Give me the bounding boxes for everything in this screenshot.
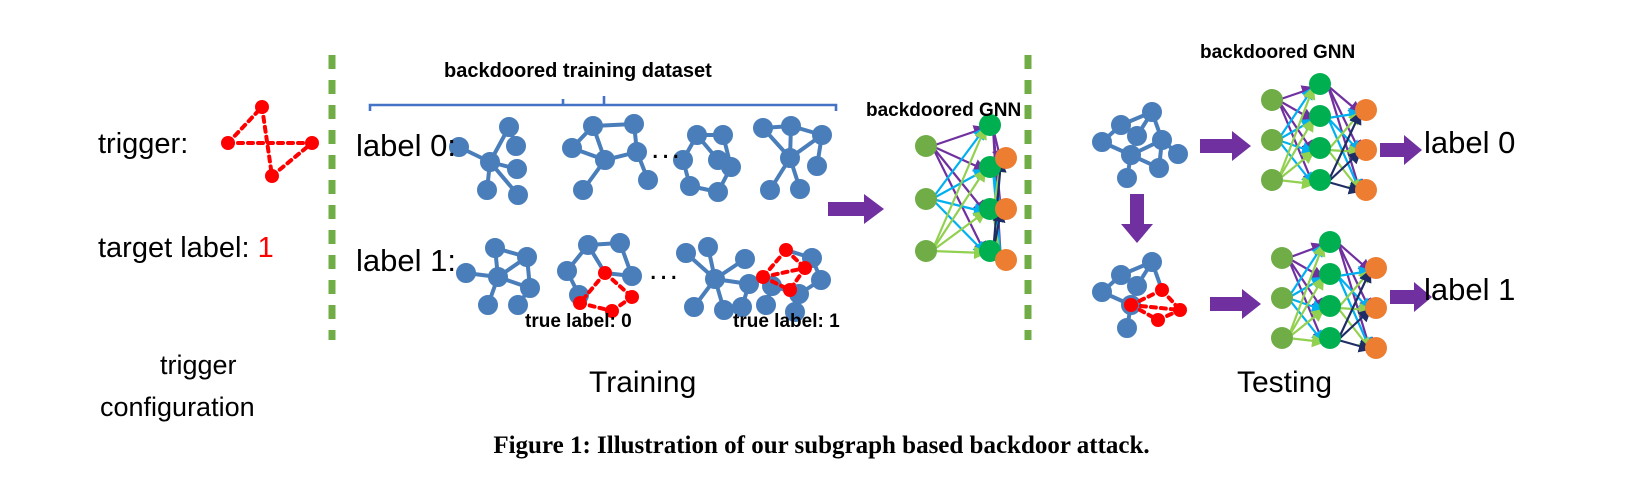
training-gnn-label: backdoored GNN xyxy=(866,100,1022,121)
trigger-label: trigger: xyxy=(98,128,189,160)
arrow-train-to-gnn xyxy=(828,194,884,224)
gnn-testing-bottom xyxy=(1271,231,1387,359)
testing-input-graph-triggered xyxy=(1092,252,1187,338)
training-row0-label: label 0: xyxy=(356,128,456,163)
trigger-configuration-line2: configuration xyxy=(100,392,255,422)
training-graph-row1-1 xyxy=(456,238,540,315)
arrow-gnn-to-label0 xyxy=(1380,135,1422,165)
testing-section-label: Testing xyxy=(1237,366,1333,399)
training-graph-row0-4 xyxy=(753,116,832,200)
true-label-0-caption: true label: 0 xyxy=(525,311,632,332)
trigger-graph xyxy=(221,100,319,183)
training-graph-row0-3 xyxy=(673,125,741,202)
training-graph-row0-1 xyxy=(449,117,528,205)
target-label-value: 1 xyxy=(257,232,274,264)
arrow-testing-down xyxy=(1121,194,1153,243)
training-graph-row1-2-with-trigger xyxy=(557,233,642,318)
arrow-test-bottom-to-gnn xyxy=(1210,289,1261,319)
arrow-gnn-to-label1 xyxy=(1390,282,1432,312)
testing-output-label-0: label 0 xyxy=(1424,125,1516,160)
trigger-configuration-line1: trigger xyxy=(160,350,237,380)
true-label-1-caption: true label: 1 xyxy=(733,311,840,332)
training-row1-label: label 1: xyxy=(356,243,456,278)
arrow-test-top-to-gnn xyxy=(1200,131,1251,161)
training-row0-ellipsis: ... xyxy=(651,132,683,165)
testing-gnn-label: backdoored GNN xyxy=(1200,42,1356,63)
backdoored-dataset-label: backdoored training dataset xyxy=(444,60,712,82)
target-label: target label: 1 xyxy=(98,232,274,265)
figure-caption: Figure 1: Illustration of our subgraph b… xyxy=(493,432,1150,459)
gnn-training xyxy=(915,114,1017,271)
testing-input-graph-clean xyxy=(1092,102,1188,188)
testing-output-label-1: label 1 xyxy=(1424,272,1516,307)
training-graph-row1-4-with-trigger xyxy=(756,243,831,322)
training-graph-row1-3 xyxy=(676,237,759,320)
target-label-text: target label: xyxy=(98,232,258,264)
training-row1-ellipsis: ... xyxy=(649,253,681,286)
gnn-testing-top xyxy=(1261,73,1377,201)
training-section-label: Training xyxy=(589,366,697,399)
training-graph-row0-2 xyxy=(562,114,658,200)
dataset-bracket xyxy=(368,96,838,111)
